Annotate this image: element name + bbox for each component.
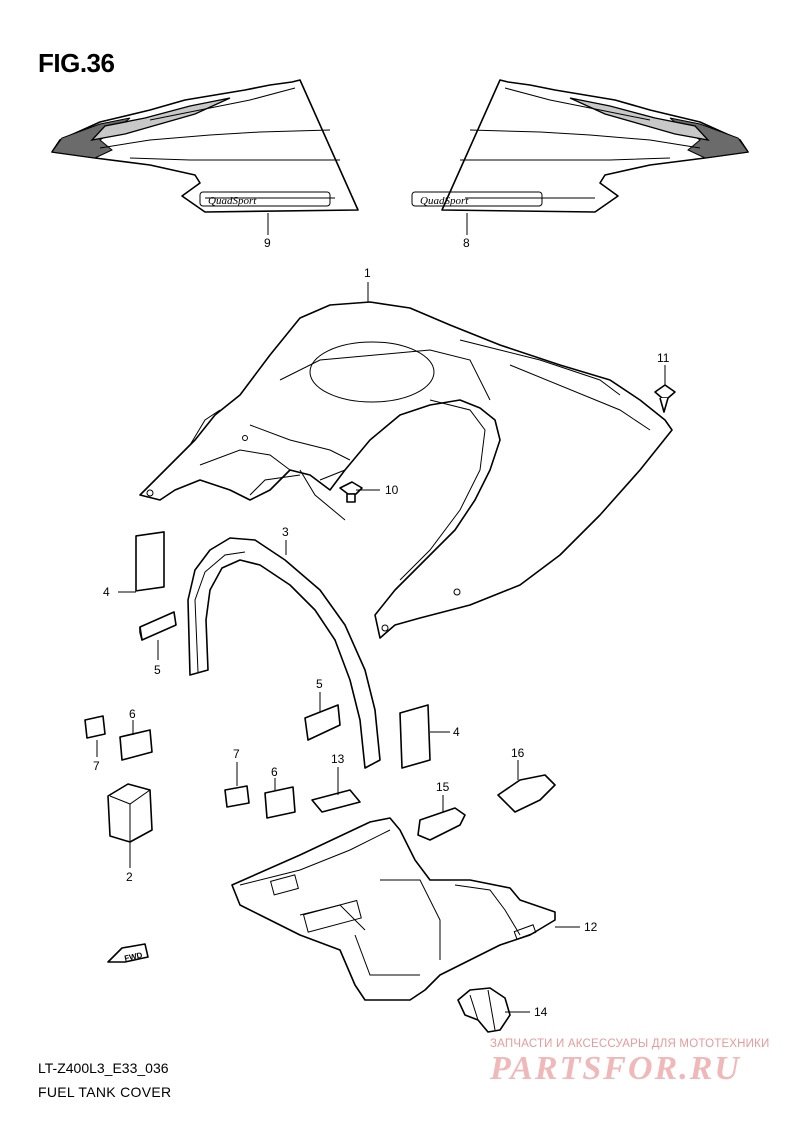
callout-5-left: 5 bbox=[154, 663, 161, 677]
figure-caption: FUEL TANK COVER bbox=[38, 1084, 172, 1100]
decal-left-text: QuadSport bbox=[208, 195, 257, 207]
decal-right: QuadSport bbox=[411, 79, 749, 213]
leader-lines bbox=[96, 213, 666, 1013]
callout-12: 12 bbox=[584, 920, 598, 934]
fwd-arrow-icon: FWD bbox=[107, 943, 149, 963]
callout-7-left: 7 bbox=[93, 759, 100, 773]
callout-4-right: 4 bbox=[453, 725, 460, 739]
hoop-part-3 bbox=[187, 537, 381, 769]
watermark-site: PARTSFOR.RU bbox=[490, 1050, 741, 1087]
fuel-tank-cover bbox=[139, 301, 673, 639]
watermark-tagline: ЗАПЧАСТИ И АКСЕССУАРЫ ДЛЯ МОТОТЕХНИКИ bbox=[490, 1038, 770, 1050]
callout-15: 15 bbox=[436, 780, 450, 794]
callout-14: 14 bbox=[534, 1005, 548, 1019]
callout-6-left: 6 bbox=[129, 707, 136, 721]
callout-8: 8 bbox=[463, 236, 470, 250]
callout-2: 2 bbox=[126, 870, 133, 884]
callout-11: 11 bbox=[657, 351, 670, 365]
callout-1: 1 bbox=[364, 266, 371, 280]
callout-numbers: 9 8 1 10 11 3 4 5 5 4 6 7 7 6 13 15 16 2… bbox=[93, 236, 670, 1019]
decal-right-text: QuadSport bbox=[420, 195, 469, 207]
callout-10: 10 bbox=[385, 483, 399, 497]
decal-left: QuadSport bbox=[51, 79, 359, 213]
clip-11 bbox=[654, 384, 676, 413]
under-tray-part-12 bbox=[231, 817, 556, 1001]
callout-4-left: 4 bbox=[103, 585, 110, 599]
callout-3: 3 bbox=[282, 525, 289, 539]
callout-6-mid: 6 bbox=[271, 765, 278, 779]
callout-16: 16 bbox=[511, 746, 525, 760]
model-code: LT-Z400L3_E33_036 bbox=[38, 1060, 169, 1076]
callout-5-right: 5 bbox=[316, 677, 323, 691]
callout-9: 9 bbox=[264, 236, 271, 250]
pads bbox=[84, 531, 556, 843]
callout-7-mid: 7 bbox=[233, 747, 240, 761]
clip-10 bbox=[339, 481, 363, 503]
clamp-part-14 bbox=[457, 987, 511, 1033]
figure-title: FIG.36 bbox=[38, 48, 115, 78]
callout-13: 13 bbox=[331, 752, 345, 766]
fwd-label: FWD bbox=[124, 950, 144, 963]
